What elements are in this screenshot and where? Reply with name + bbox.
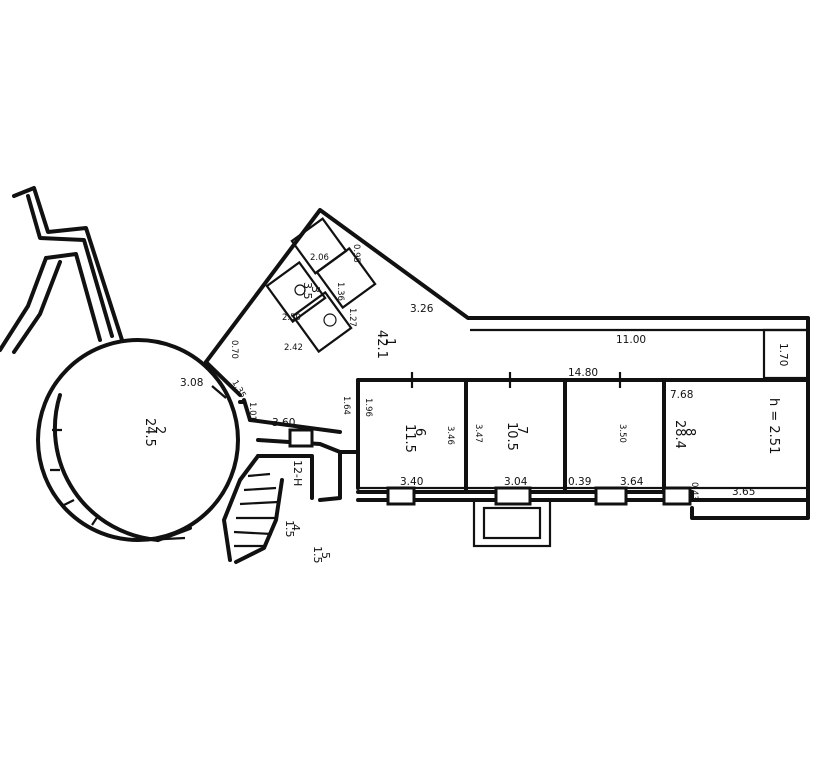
dim-1-27: 1.27 (347, 308, 357, 327)
dim-3-04: 3.04 (504, 476, 528, 488)
ceiling-height: h = 2.51 (766, 398, 781, 454)
dim-0-43: 0.43 (689, 482, 699, 501)
outer-walls (204, 208, 810, 520)
sanitary-block (265, 217, 377, 354)
dim-3-40: 3.40 (400, 476, 423, 488)
room-7-area: 10.5 (504, 422, 519, 451)
room-5-area: 1.5 (311, 546, 324, 564)
dim-0-95: 0.95 (351, 244, 361, 263)
room-12-label: 12-Н (291, 460, 304, 486)
door-marks (211, 372, 622, 399)
room-5-number: 5 (319, 552, 332, 559)
dim-1-36: 1.36 (335, 282, 345, 301)
dim-1-64: 1.64 (341, 396, 351, 415)
dim-1-70: 1.70 (777, 343, 789, 366)
dim-3-50: 3.50 (617, 424, 627, 443)
room-2-area: 24.5 (142, 418, 157, 447)
room-6-area: 11.5 (402, 424, 417, 453)
dim-3-46: 3.46 (445, 426, 455, 445)
room-3-area: 3.5 (301, 282, 314, 300)
room-6-number: 6 (412, 428, 427, 436)
dim-0-39: 0.39 (568, 476, 591, 488)
dim-3-47: 3.47 (473, 424, 483, 443)
dim-3-65: 3.65 (732, 486, 755, 498)
dim-3-64: 3.64 (620, 476, 644, 488)
dim-14-80: 14.80 (568, 367, 598, 379)
left-corridor (0, 186, 124, 354)
rooms-block (356, 378, 810, 548)
round-room (36, 338, 240, 542)
room-8-number: 8 (682, 428, 697, 436)
room-3-number: 3 (309, 286, 322, 293)
stair-area (222, 428, 360, 564)
dim-7-68: 7.68 (670, 389, 693, 401)
dim-1-01: 1.01 (247, 402, 257, 421)
dim-3-60: 3.60 (272, 417, 295, 429)
room-4-number: 4 (289, 524, 302, 531)
room-2-number: 2 (152, 426, 167, 434)
room-8-area: 28.4 (672, 420, 687, 449)
dim-3-08: 3.08 (180, 377, 203, 389)
dim-3-26: 3.26 (410, 303, 434, 315)
dim-0-70: 0.70 (229, 340, 239, 359)
dim-2-50: 2.50 (282, 313, 301, 323)
dim-2-42: 2.42 (284, 343, 303, 353)
dim-2-06: 2.06 (310, 253, 329, 263)
room-4-area: 1.5 (283, 520, 296, 538)
room-1-area: 42.1 (374, 330, 389, 359)
room-7-number: 7 (514, 426, 529, 434)
room-1-number: 1 (382, 338, 397, 346)
dim-11-00: 11.00 (616, 334, 646, 346)
dim-1-96: 1.96 (363, 398, 373, 417)
